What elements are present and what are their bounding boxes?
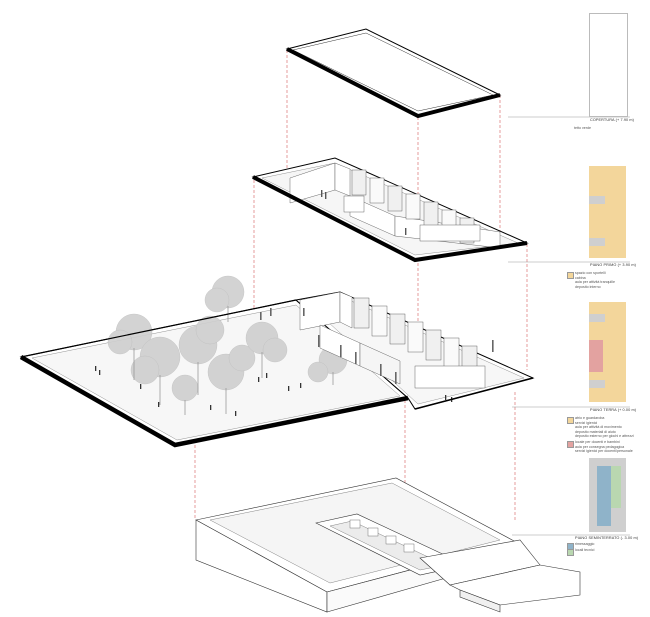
people xyxy=(95,366,453,416)
first-floor-legend-line: aula per attività tranquille xyxy=(575,280,615,284)
ground-floor-legend-line: deposito materiali di aiuto xyxy=(575,429,616,434)
ground-floor-plan-panel xyxy=(589,302,626,402)
ground-floor-legend-line: deposito esterno per giochi e attrezzi xyxy=(575,434,634,438)
ground-floor-legend-swatch xyxy=(567,441,574,448)
first-floor-legend-swatch xyxy=(567,272,574,279)
ground-floor-title: PIANO TERRA (+ 0.00 m) xyxy=(590,408,637,412)
roof-plan-panel xyxy=(589,13,628,117)
ground-floor xyxy=(19,275,535,448)
first-floor-legend-line: spazio con sportelli xyxy=(575,271,606,275)
ground-floor-legend-line: servizi igienici xyxy=(575,420,598,425)
basement-legend-swatch xyxy=(567,549,574,556)
basement-title: PIANO SEMINTERRATO (- 3.00 m) xyxy=(575,536,639,540)
trees xyxy=(107,275,348,402)
ground-floor-legend-line: aula per consegna pedagogica xyxy=(575,444,625,449)
basement-plan-panel xyxy=(589,458,626,532)
ground-floor-legend-line: servizi igienici per docenti/personale xyxy=(575,449,633,453)
basement-legend-line: rimessaggio xyxy=(575,542,595,546)
first-floor xyxy=(251,157,529,263)
roof-level-title: COPERTURA (+ 7.90 m) xyxy=(590,118,635,122)
ground-floor-legend-line: aula per attività di movimento xyxy=(575,425,622,429)
roof-slab xyxy=(285,28,502,119)
basement xyxy=(195,477,581,613)
ground-floor-legend-swatch xyxy=(567,417,574,424)
roof-level-note: tetto verde xyxy=(574,126,591,130)
level-separators xyxy=(508,116,630,536)
basement-legend-line: locali tecnici xyxy=(575,548,595,552)
guide-lines xyxy=(194,50,528,520)
first-floor-legend-line: deposito interno xyxy=(575,284,601,289)
ground-floor-legend-line: locale per docenti e bambini xyxy=(575,440,620,444)
first-floor-plan-panel xyxy=(589,166,626,258)
ground-floor-legend-line: atrio e guardaroba xyxy=(575,416,605,420)
first-floor-title: PIANO PRIMO (+ 3.90 m) xyxy=(590,263,636,267)
first-floor-legend-line: cabina xyxy=(575,275,586,280)
